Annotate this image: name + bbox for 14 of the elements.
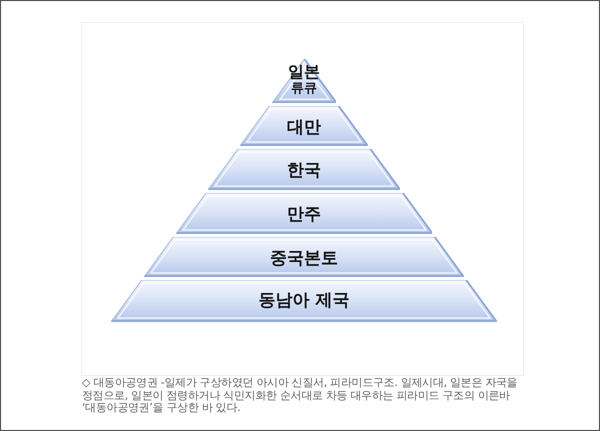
tier-label: 동남아 제국: [258, 292, 350, 310]
tier-label: 류큐: [290, 82, 317, 96]
pyramid-tier: [240, 106, 368, 146]
apex-label: 일본: [288, 63, 320, 81]
tier-label: 대만: [286, 118, 321, 138]
tier-label: 한국: [286, 162, 321, 180]
tier-label: 만주: [286, 206, 321, 224]
pyramid-tier: [208, 149, 400, 190]
pyramid-tier: [176, 193, 432, 234]
caption-text: ◇ 대동아공영권 -일제가 구상하였던 아시아 신질서, 피라미드구조. 일제시대, 일본은 자국을 정점으로, 일본이 점령하거나 식민지화한 순서대로 차등 대우하는 피라미드 구조의 이른바 ‘대동아공영권’을 구상한 바 있다.: [82, 377, 518, 415]
tier-label: 중국본토: [270, 250, 338, 268]
pyramid-apex: [272, 58, 336, 103]
pyramid-tier: [144, 237, 464, 277]
pyramid-tier: [111, 280, 497, 322]
